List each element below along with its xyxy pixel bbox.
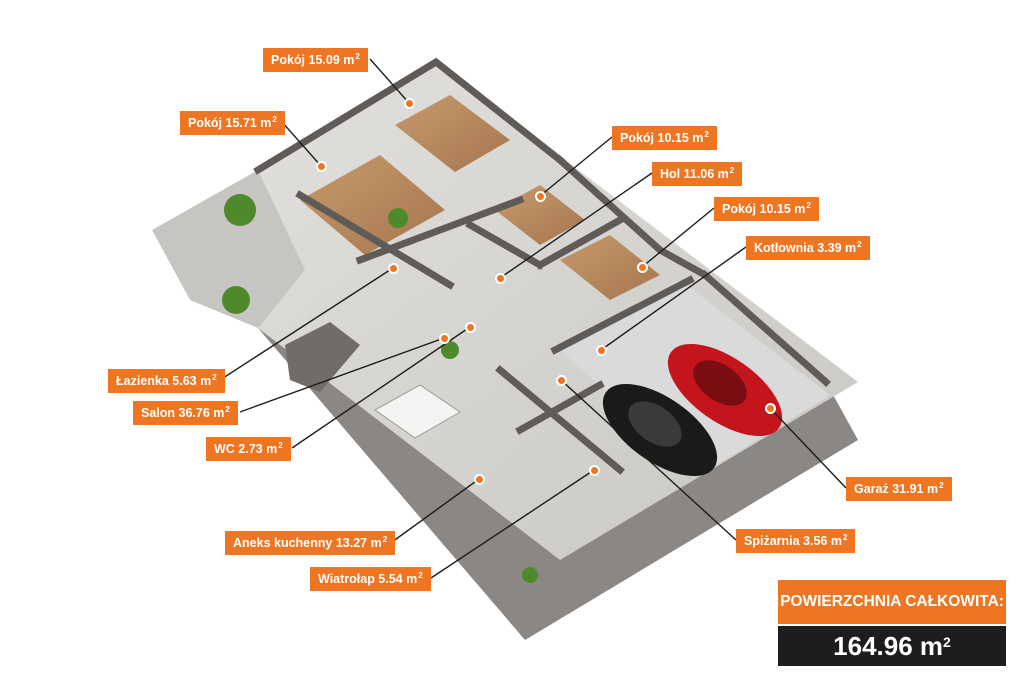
room-label-kotlownia: Kotłownia 3.39 m2: [746, 236, 870, 260]
plant: [388, 208, 408, 228]
room-label-pokoj-10-15-a: Pokój 10.15 m2: [612, 126, 717, 150]
room-marker-dot: [596, 345, 607, 356]
room-marker-dot: [556, 375, 567, 386]
sofa: [285, 322, 360, 392]
plant: [522, 567, 538, 583]
leader-lines: [219, 58, 847, 579]
room-label-pokoj-15-09: Pokój 15.09 m2: [263, 48, 368, 72]
plant: [224, 194, 256, 226]
room-marker-dot: [637, 262, 648, 273]
bedroom-floor: [395, 95, 510, 172]
walls: [253, 57, 831, 475]
room-label-hol: Hol 11.06 m2: [652, 162, 743, 186]
room-marker-dot: [535, 191, 546, 202]
terrace: [152, 170, 305, 328]
room-marker-dot: [465, 322, 476, 333]
bedroom-floor: [560, 235, 660, 300]
house-base: [258, 300, 858, 640]
room-label-spizarnia: Spiżarnia 3.56 m2: [736, 529, 856, 553]
black-car: [602, 383, 718, 477]
total-area-value: 164.96 m2: [778, 626, 1006, 666]
room-label-pokoj-15-71: Pokój 15.71 m2: [180, 111, 285, 135]
bedroom-floor: [300, 155, 445, 255]
room-marker-dot: [474, 474, 485, 485]
room-marker-dot: [439, 333, 450, 344]
dining-table: [374, 384, 461, 439]
room-label-wc: WC 2.73 m2: [206, 437, 291, 461]
plant: [441, 341, 459, 359]
room-marker-dot: [589, 465, 600, 476]
room-marker-dot: [388, 263, 399, 274]
room-label-wiatrolap: Wiatrołap 5.54 m2: [310, 567, 431, 591]
room-label-pokoj-10-15-b: Pokój 10.15 m2: [714, 197, 819, 221]
red-car: [667, 343, 783, 437]
total-area-title: POWIERZCHNIA CAŁKOWITA:: [778, 580, 1006, 624]
room-label-salon: Salon 36.76 m2: [133, 401, 238, 425]
room-marker-dot: [404, 98, 415, 109]
room-label-aneks-kuchenny: Aneks kuchenny 13.27 m2: [225, 531, 396, 555]
room-label-lazienka: Łazienka 5.63 m2: [108, 369, 225, 393]
plant: [222, 286, 250, 314]
room-label-garaz: Garaż 31.91 m2: [846, 477, 952, 501]
room-marker-dot: [765, 403, 776, 414]
room-marker-dot: [495, 273, 506, 284]
room-marker-dot: [316, 161, 327, 172]
